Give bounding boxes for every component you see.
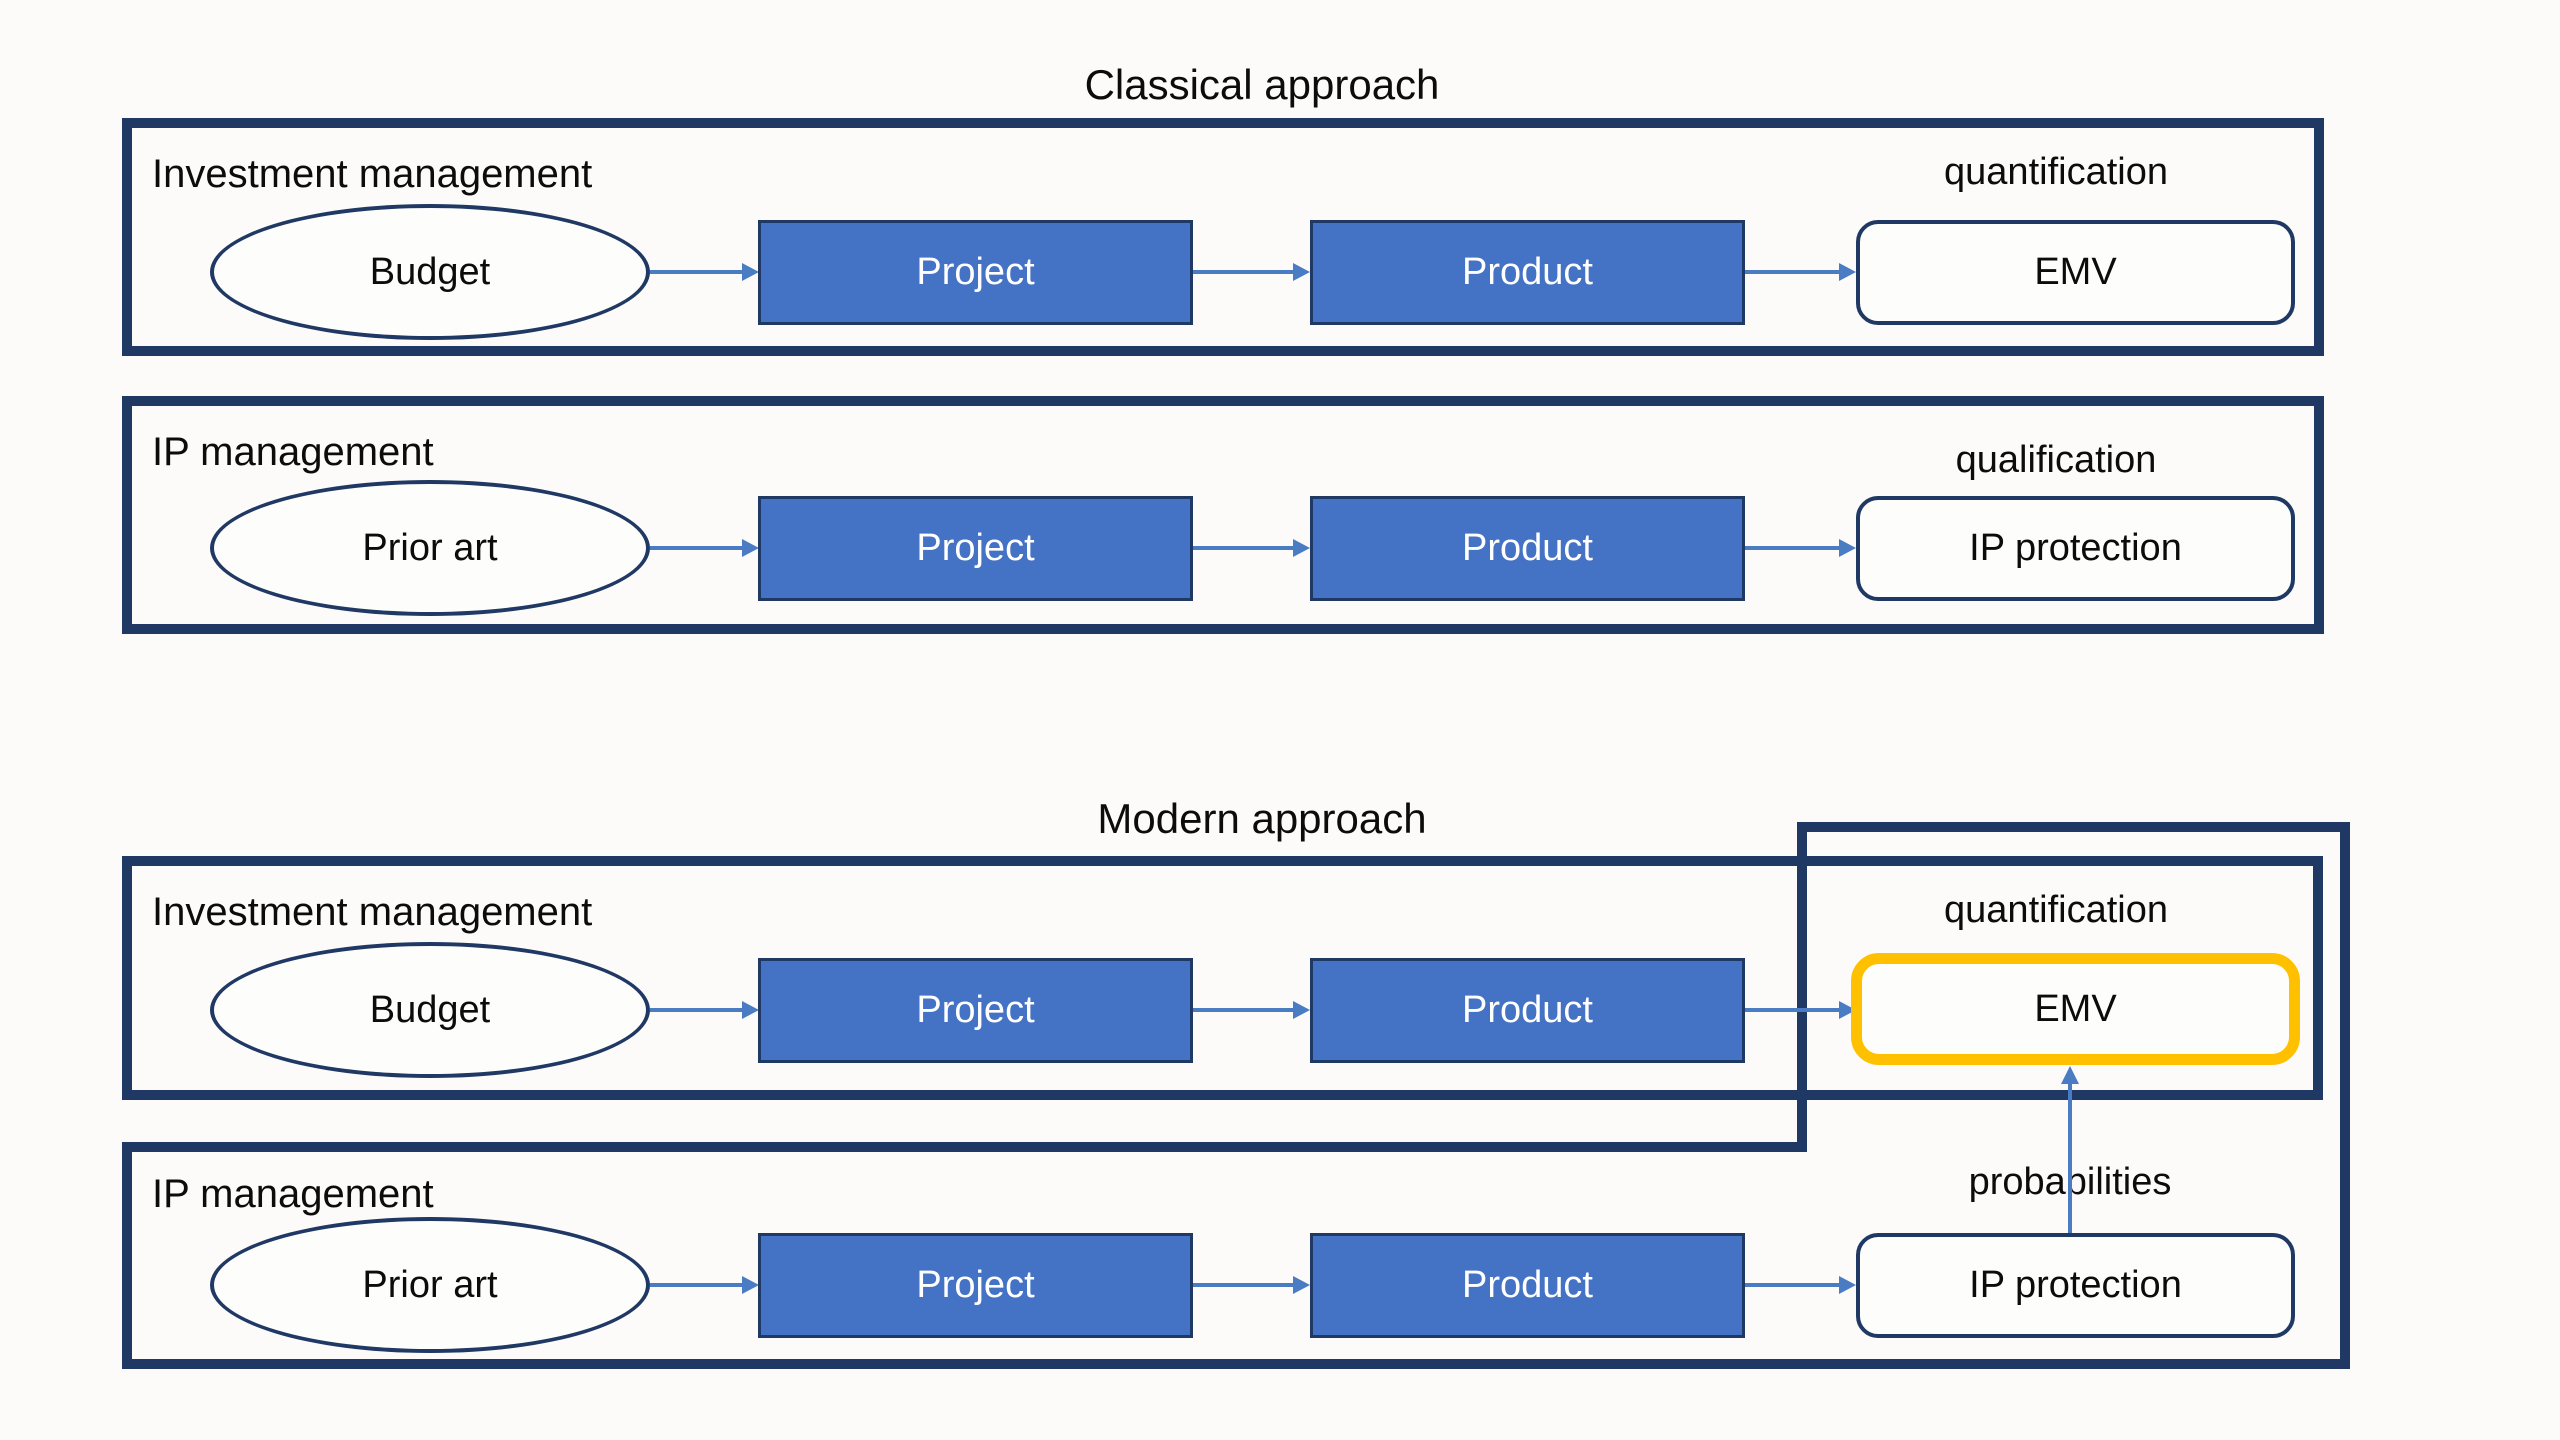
classical-project-text: Project <box>916 251 1035 293</box>
modern-ip-product-box: Product <box>1310 1233 1745 1338</box>
classical-ip-project-text: Project <box>916 527 1035 569</box>
arrow-modern-project-product <box>1193 1008 1294 1012</box>
modern-priorart-text: Prior art <box>362 1263 498 1306</box>
classical-ip-project-box: Project <box>758 496 1193 601</box>
arrow-product-ipprotection <box>1745 546 1840 550</box>
arrow-priorart-project-head <box>742 539 759 557</box>
arrow-modern-priorart-project <box>650 1283 744 1287</box>
modern-ipprotection-box: IP protection <box>1856 1233 2295 1338</box>
classical-quantification-label: quantification <box>1944 151 2168 193</box>
arrow-priorart-project <box>650 546 744 550</box>
modern-title: Modern approach <box>1097 795 1427 842</box>
classical-ip-box <box>122 396 2324 634</box>
modern-investment-label: Investment management <box>152 890 593 934</box>
arrow-product-emv <box>1745 270 1840 274</box>
modern-ip-box-top-border <box>122 1142 1807 1152</box>
arrow-ip-project-product <box>1193 546 1294 550</box>
modern-ip-product-text: Product <box>1462 1264 1593 1306</box>
modern-budget-ellipse: Budget <box>210 942 650 1078</box>
modern-emv-box: EMV <box>1851 953 2300 1065</box>
modern-ip-box <box>122 1142 2350 1369</box>
classical-ipprotection-text: IP protection <box>1969 527 2182 569</box>
arrow-modern-budget-project-head <box>742 1001 759 1019</box>
modern-ip-label: IP management <box>152 1172 434 1216</box>
classical-emv-text: EMV <box>2034 251 2117 293</box>
modern-product-text: Product <box>1462 989 1593 1031</box>
classical-budget-text: Budget <box>369 250 491 293</box>
classical-ip-product-text: Product <box>1462 527 1593 569</box>
classical-investment-box <box>122 118 2324 356</box>
modern-connector-box <box>1797 822 2350 1142</box>
modern-investment-box <box>122 856 2323 1100</box>
modern-priorart-ellipse: Prior art <box>210 1217 650 1353</box>
modern-product-box: Product <box>1310 958 1745 1063</box>
arrow-project-product <box>1193 270 1294 274</box>
classical-budget-ellipse: Budget <box>210 204 650 340</box>
arrow-modern-product-ipprotection <box>1745 1283 1840 1287</box>
arrow-budget-project-head <box>742 263 759 281</box>
modern-budget-text: Budget <box>369 988 491 1031</box>
arrow-project-product-head <box>1293 263 1310 281</box>
classical-emv-box: EMV <box>1856 220 2295 325</box>
classical-title: Classical approach <box>1084 61 1440 108</box>
modern-ip-project-text: Project <box>916 1264 1035 1306</box>
arrow-ipprotection-emv-line <box>2068 1084 2072 1233</box>
arrow-modern-ip-project-product-head <box>1293 1276 1310 1294</box>
classical-product-text: Product <box>1462 251 1593 293</box>
classical-qualification-label: qualification <box>1955 439 2157 481</box>
classical-product-box: Product <box>1310 220 1745 325</box>
arrow-product-emv-head <box>1839 263 1856 281</box>
arrow-ip-project-product-head <box>1293 539 1310 557</box>
arrow-modern-priorart-project-head <box>742 1276 759 1294</box>
arrow-modern-product-ipprotection-head <box>1839 1276 1856 1294</box>
arrow-modern-ip-project-product <box>1193 1283 1294 1287</box>
modern-project-box: Project <box>758 958 1193 1063</box>
classical-investment-label: Investment management <box>152 152 593 196</box>
modern-project-text: Project <box>916 989 1035 1031</box>
modern-ipprotection-text: IP protection <box>1969 1264 2182 1306</box>
modern-ip-project-box: Project <box>758 1233 1193 1338</box>
arrow-budget-project <box>650 270 744 274</box>
arrow-modern-product-emv <box>1745 1008 1840 1012</box>
modern-emv-text: EMV <box>2034 987 2117 1030</box>
modern-quantification-label: quantification <box>1944 889 2168 931</box>
classical-priorart-text: Prior art <box>362 526 498 569</box>
classical-project-box: Project <box>758 220 1193 325</box>
arrow-modern-project-product-head <box>1293 1001 1310 1019</box>
classical-ipprotection-box: IP protection <box>1856 496 2295 601</box>
arrow-modern-budget-project <box>650 1008 744 1012</box>
arrow-product-ipprotection-head <box>1839 539 1856 557</box>
classical-priorart-ellipse: Prior art <box>210 480 650 616</box>
classical-ip-product-box: Product <box>1310 496 1745 601</box>
classical-ip-label: IP management <box>152 430 434 474</box>
arrow-ipprotection-emv-head <box>2061 1066 2079 1084</box>
